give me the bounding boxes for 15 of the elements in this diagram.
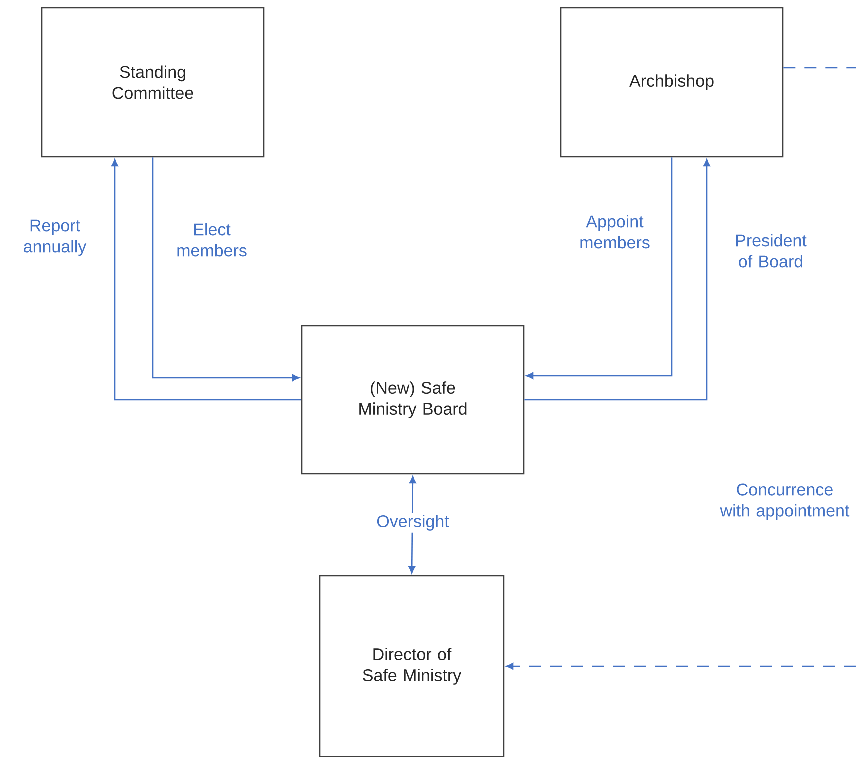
org-box: Archbishop bbox=[560, 7, 784, 158]
org-box: Standing Committee bbox=[41, 7, 265, 158]
org-box: (New) Safe Ministry Board bbox=[301, 325, 525, 475]
edge-label: Elect members bbox=[178, 223, 247, 257]
edge-label: President of Board bbox=[736, 234, 807, 268]
arrow bbox=[152, 158, 300, 382]
arrow bbox=[524, 159, 710, 401]
arrow bbox=[506, 663, 856, 670]
note-label: Concurrence with appointment bbox=[720, 484, 850, 520]
org-box: Director of Safe Ministry bbox=[319, 575, 505, 757]
edge-label: Report annually bbox=[24, 220, 87, 256]
edge-label: Appoint members bbox=[580, 215, 650, 249]
arrow bbox=[526, 158, 673, 380]
edge-label: Oversight bbox=[368, 513, 458, 533]
arrow bbox=[112, 159, 302, 401]
